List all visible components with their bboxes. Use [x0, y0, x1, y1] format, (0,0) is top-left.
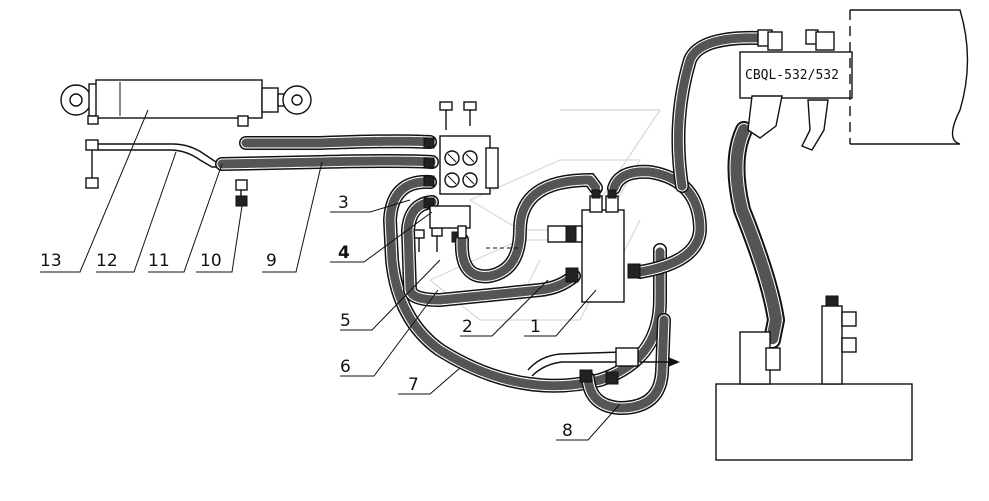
hose-valve-out: [607, 164, 708, 279]
oil-tank: [715, 295, 913, 461]
hose-8: [581, 313, 671, 416]
callout-7: 7: [408, 375, 419, 395]
steering-valve: [423, 135, 499, 239]
pump-label: CBQL-532/532: [745, 68, 839, 83]
hydraulic-cylinder: [60, 79, 312, 127]
pump: CBQL-532/532: [739, 9, 969, 151]
return-pipe: [527, 347, 680, 385]
bolts-top: [439, 101, 477, 130]
callout-11: 11: [148, 251, 170, 271]
hose-suction: [727, 121, 786, 349]
callout-10: 10: [200, 251, 222, 271]
hose-9: [215, 134, 439, 171]
callout-3: 3: [338, 193, 349, 213]
hose-2-loop: [454, 172, 603, 284]
callout-4: 4: [338, 243, 350, 263]
bolt-10: [235, 179, 248, 207]
callout-2: 2: [462, 317, 473, 337]
callout-6: 6: [340, 357, 351, 377]
callout-1: 1: [530, 317, 541, 337]
hose-pump-in: [671, 30, 767, 193]
callout-8: 8: [562, 421, 573, 441]
hose-5-6: [400, 195, 581, 308]
callout-5: 5: [340, 311, 351, 331]
callout-12: 12: [96, 251, 118, 271]
callouts: 13 12 11 10 9 3 4 5 2 1 6 7 8: [40, 193, 573, 441]
flow-divider-valve: [486, 189, 641, 303]
bolt-left: [85, 139, 99, 189]
callout-9: 9: [266, 251, 277, 271]
steel-tube-12: [98, 143, 238, 168]
callout-13: 13: [40, 251, 62, 271]
leader-lines: [40, 109, 621, 441]
